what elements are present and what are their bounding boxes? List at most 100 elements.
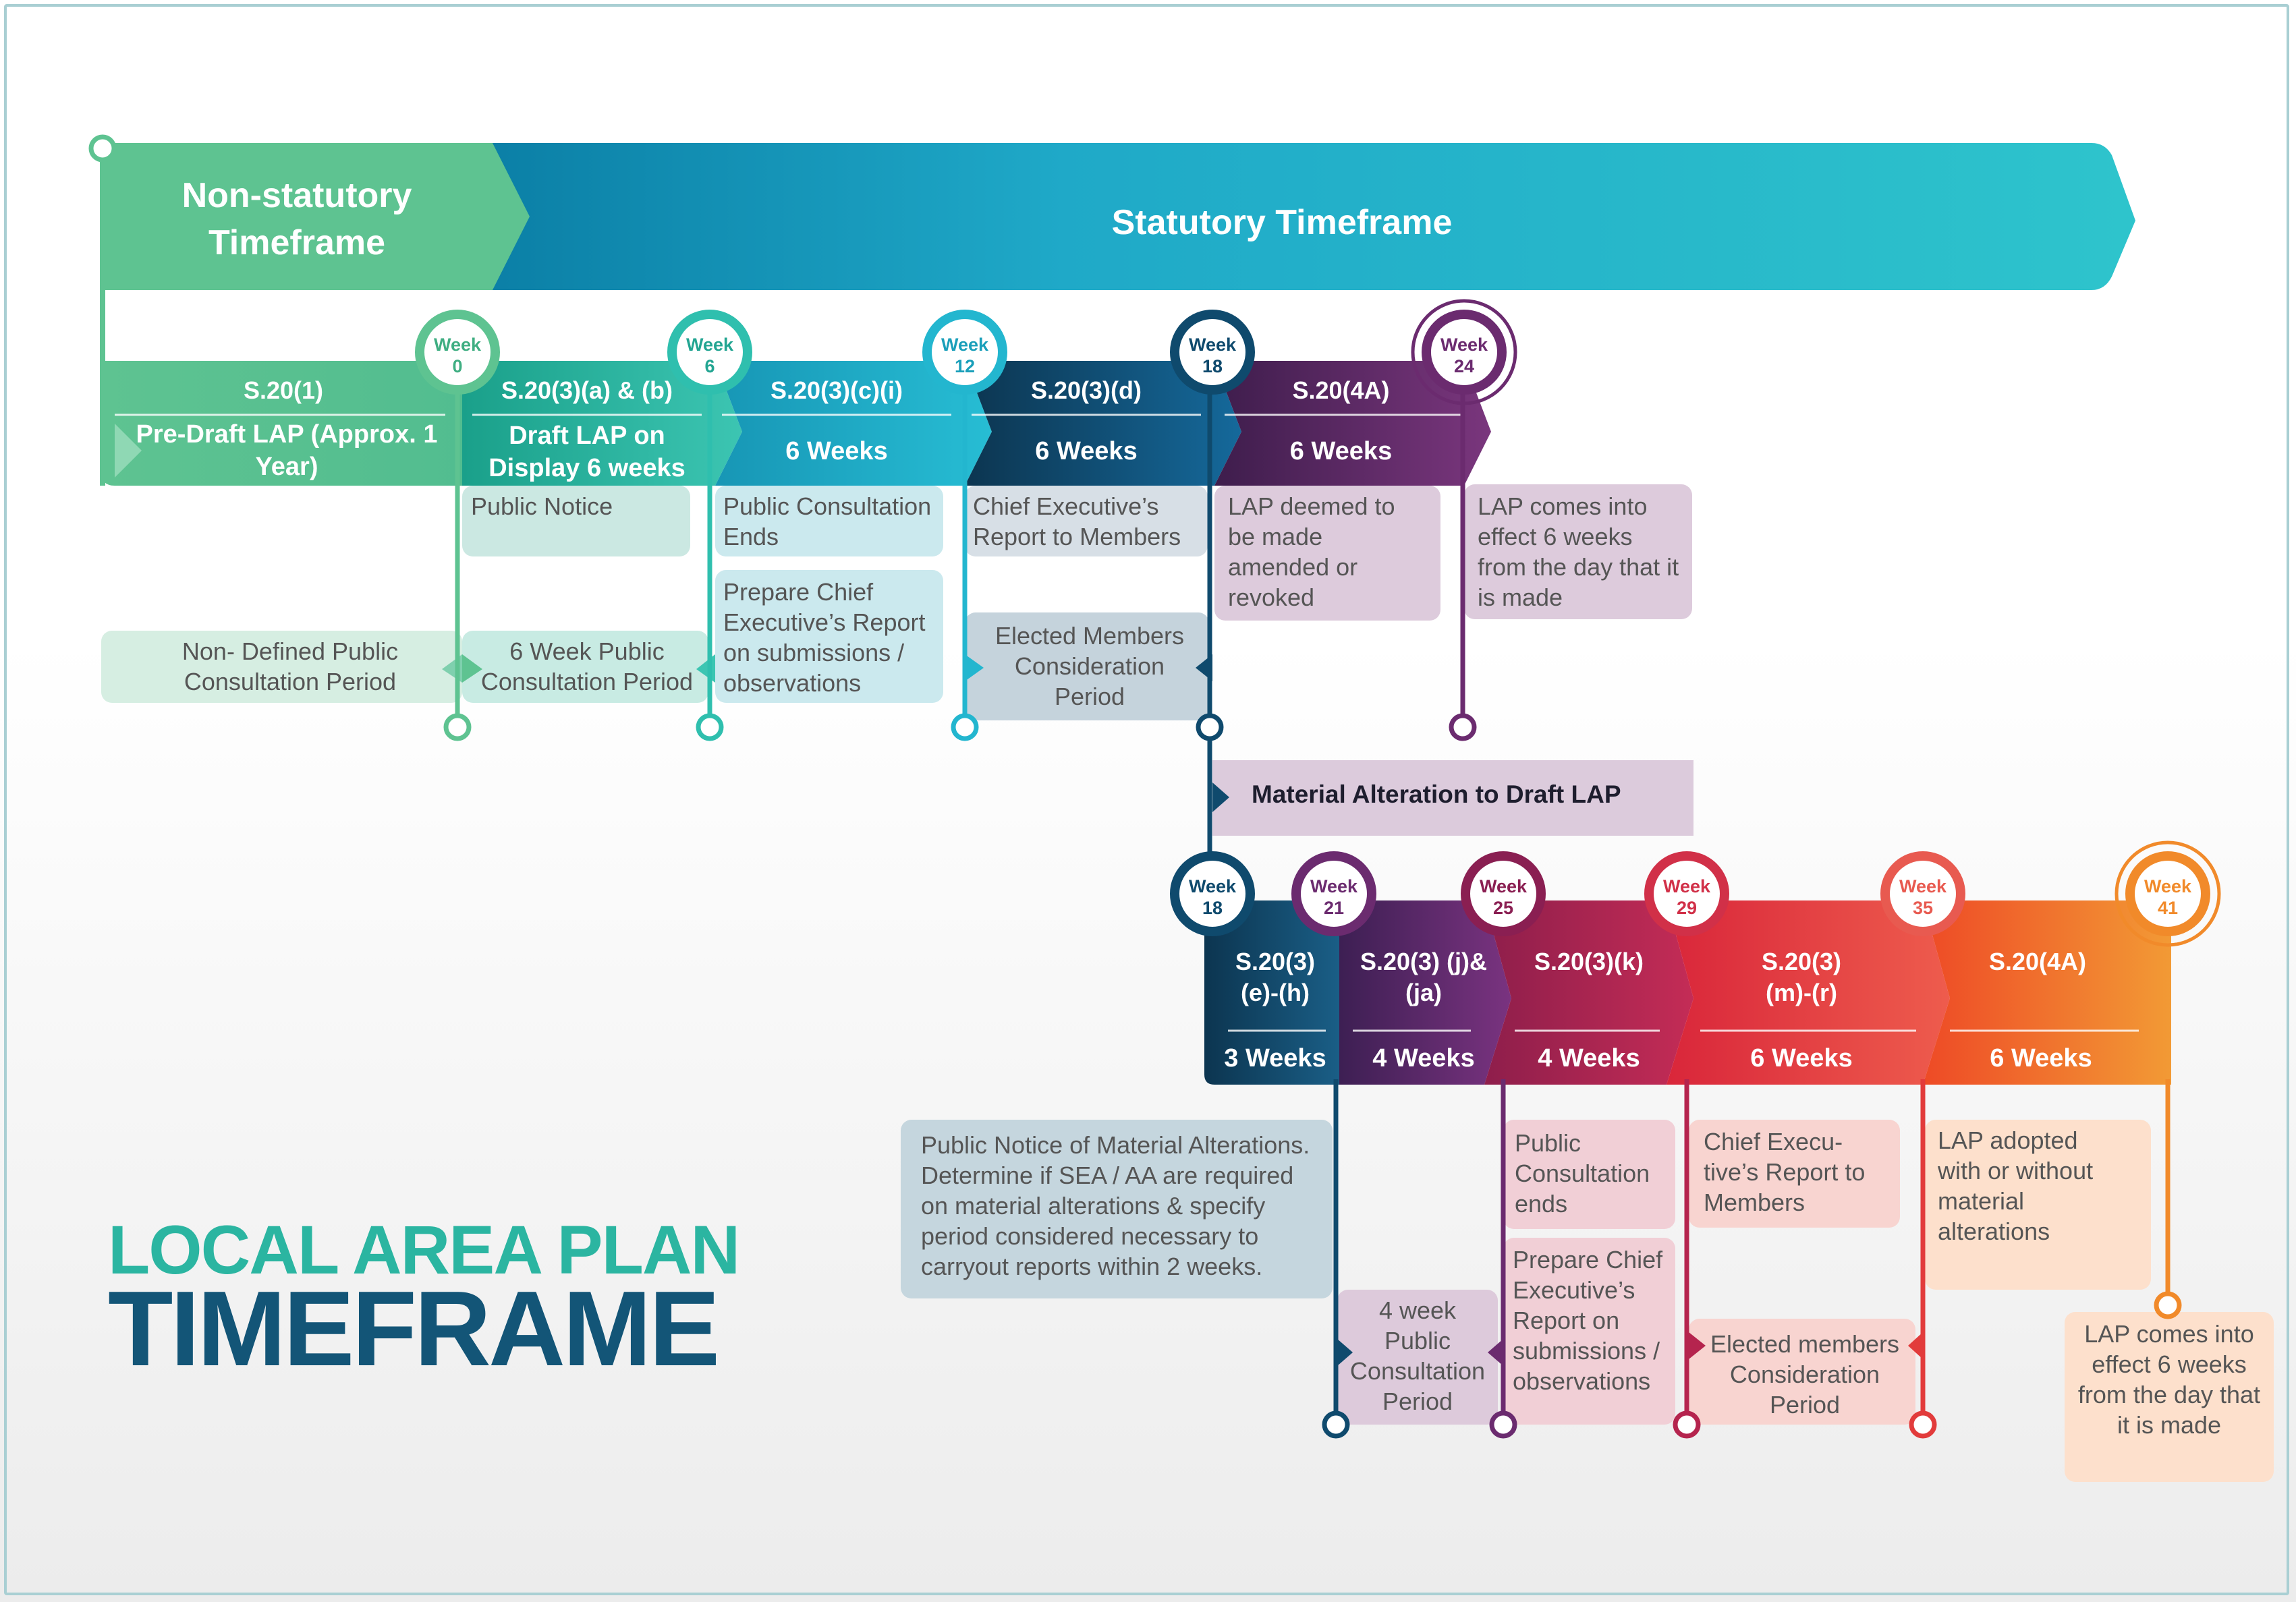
end-node-week-35 (1909, 1410, 1937, 1439)
note-prepare-ce2: Prepare Chief Executive’s Report on subm… (1513, 1246, 1663, 1395)
title-line1: LOCAL AREA PLAN (108, 1211, 740, 1288)
note-public-consultation-ends: Public Consultation Ends (723, 492, 932, 550)
start-node (88, 134, 117, 163)
note-box-public-notice (462, 486, 690, 556)
pointer-right-1 (462, 654, 482, 683)
bstage-code-5: S.20(4A) (1988, 948, 2087, 975)
stage-label-5: 6 Weeks (1289, 437, 1393, 465)
note-ce-report2: Chief Execu- tive’s Report to Members (1704, 1128, 1866, 1216)
stage-code-3: S.20(3)(c)(i) (770, 376, 903, 404)
bstage-code-3: S.20(3)(k) (1534, 948, 1644, 975)
material-alteration-label: Material Alteration to Draft LAP (1252, 780, 1621, 808)
note-six-week-pcp: 6 Week Public Consultation Period (480, 637, 694, 695)
non-statutory-banner (103, 143, 530, 290)
pointer-b2 (1488, 1339, 1503, 1366)
stage-label-2: Draft LAP on Display 6 weeks (488, 422, 685, 482)
bstage-code-1: S.20(3) (e)-(h) (1235, 948, 1316, 1006)
note-box-public-consultation-ends (715, 486, 943, 556)
end-node-week-29 (1673, 1410, 1701, 1439)
week-badge-6 (667, 310, 752, 395)
stage-code-1: S.20(1) (243, 376, 324, 404)
note-public-notice-ma: Public Notice of Material Alterations. D… (921, 1131, 1310, 1280)
note-non-defined: Non- Defined Public Consultation Period (181, 637, 399, 695)
note-four-week-pcp: 4 week Public Consultation Period (1349, 1296, 1486, 1415)
note-elected-consideration: Elected Members Consideration Period (995, 622, 1185, 710)
non-statutory-label: Non-statutory Timeframe (181, 176, 412, 262)
stage-code-5: S.20(4A) (1292, 376, 1390, 404)
note-box-four-week-pcp (1337, 1290, 1498, 1425)
week-badge-0 (415, 310, 500, 395)
stage-label-3: 6 Weeks (785, 437, 888, 465)
week-badge-41 (2125, 851, 2210, 936)
week-badge-29 (1644, 851, 1729, 936)
week-badge-21 (1291, 851, 1376, 936)
bstage-label-4: 6 Weeks (1750, 1044, 1853, 1072)
note-box-ce-report (965, 486, 1208, 556)
end-node-week-18 (1196, 713, 1224, 741)
note-box-non-defined (101, 631, 462, 703)
material-alteration-box (1212, 760, 1693, 836)
note-pc-ends: Public Consultation ends (1515, 1129, 1650, 1218)
stage-code-2: S.20(3)(a) & (b) (501, 376, 673, 404)
note-box-lap-effect (1464, 484, 1692, 619)
stage-label-4: 6 Weeks (1035, 437, 1138, 465)
note-box-public-notice-ma (901, 1120, 1333, 1298)
note-box-elected2 (1689, 1319, 1915, 1425)
note-box-lap-effect2 (2065, 1312, 2274, 1482)
note-box-lap-deemed (1214, 486, 1440, 621)
week-badge-12 (922, 310, 1007, 395)
note-box-lap-adopted (1925, 1120, 2151, 1290)
pointer-b1 (1337, 1339, 1353, 1366)
note-lap-effect2: LAP comes into effect 6 weeks from the d… (2077, 1320, 2261, 1439)
bstage-label-2: 4 Weeks (1372, 1044, 1475, 1072)
note-elected2: Elected members Consideration Period (1710, 1330, 1900, 1419)
week-badge-35 (1880, 851, 1965, 936)
end-node-week-12 (951, 713, 979, 741)
pointer-3 (965, 654, 984, 681)
stage-code-4: S.20(3)(d) (1030, 376, 1142, 404)
end-node-week-0 (443, 713, 472, 741)
statutory-banner (486, 143, 2135, 290)
week-badge-24 (1422, 310, 1507, 395)
bstage-code-2: S.20(3) (j)& (ja) (1360, 948, 1488, 1006)
bottom-stage-bar (1204, 900, 2171, 1085)
end-node-week-24 (1449, 713, 1477, 741)
note-ce-report: Chief Executive’s Report to Members (973, 492, 1181, 550)
bstage-label-3: 4 Weeks (1538, 1044, 1640, 1072)
page-frame (4, 4, 2289, 1595)
note-public-notice: Public Notice (471, 492, 613, 520)
end-node-week-6 (696, 713, 724, 741)
end-node-week-21 (1322, 1410, 1350, 1439)
bstage-code-4: S.20(3) (m)-(r) (1761, 948, 1842, 1006)
pointer-b3 (1689, 1332, 1706, 1359)
note-prepare-ce: Prepare Chief Executive’s Report on subm… (723, 578, 926, 697)
pointer-b4 (1908, 1332, 1923, 1359)
note-lap-effect: LAP comes into effect 6 weeks from the d… (1478, 492, 1679, 611)
bstage-label-5: 6 Weeks (1990, 1044, 2092, 1072)
week-badge-18b (1170, 851, 1255, 936)
week-badge-25 (1461, 851, 1546, 936)
stage-label-1: Pre-Draft LAP (Approx. 1 Year) (136, 420, 438, 481)
end-node-week-41 (2154, 1291, 2182, 1319)
note-box-ce-report2 (1689, 1120, 1900, 1228)
top-stage-bar (101, 361, 1491, 486)
note-box-pc-ends (1503, 1120, 1675, 1229)
note-box-prepare-ce (715, 570, 943, 703)
statutory-label: Statutory Timeframe (1111, 203, 1453, 242)
bstage-label-1: 3 Weeks (1224, 1044, 1326, 1072)
note-box-six-week-pcp (462, 631, 708, 703)
title-line2: TIMEFRAME (108, 1269, 720, 1388)
note-lap-adopted: LAP adopted with or without material alt… (1938, 1126, 2094, 1245)
